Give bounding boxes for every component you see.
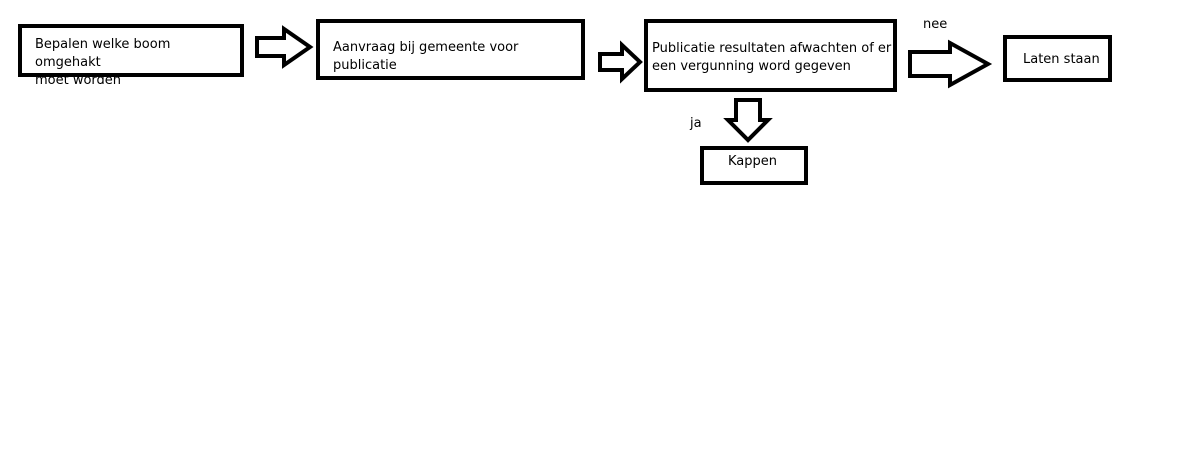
node-bepalen-line-1: Bepalen welke boom omgehakt [35,37,171,70]
node-publicatie-line-2: een vergunning word gegeven [652,59,851,74]
arrow-publicatie-to-kappen [723,98,773,143]
arrow-publicatie-to-laten-staan [908,39,993,89]
node-aanvraag-line-1: Aanvraag bij gemeente voor publicatie [333,40,519,73]
edge-label-ja: ja [690,116,702,131]
node-bepalen-line-2: moet worden [35,73,122,88]
arrow-aanvraag-to-publicatie [598,40,643,84]
node-laten-staan: Laten staan [1003,35,1112,82]
node-laten-staan-line-1: Laten staan [1023,52,1100,67]
node-kappen: Kappen [700,146,808,185]
node-bepalen: Bepalen welke boom omgehakt moet worden [18,24,244,88]
node-publicatie-line-1: Publicatie resultaten afwachten of er [652,41,892,56]
node-kappen-line-1: Kappen [728,154,778,169]
node-publicatie: Publicatie resultaten afwachten of er ee… [644,19,897,92]
edge-label-nee: nee [923,17,948,32]
node-aanvraag: Aanvraag bij gemeente voor publicatie [316,19,585,80]
arrow-bepalen-to-aanvraag [255,25,314,69]
